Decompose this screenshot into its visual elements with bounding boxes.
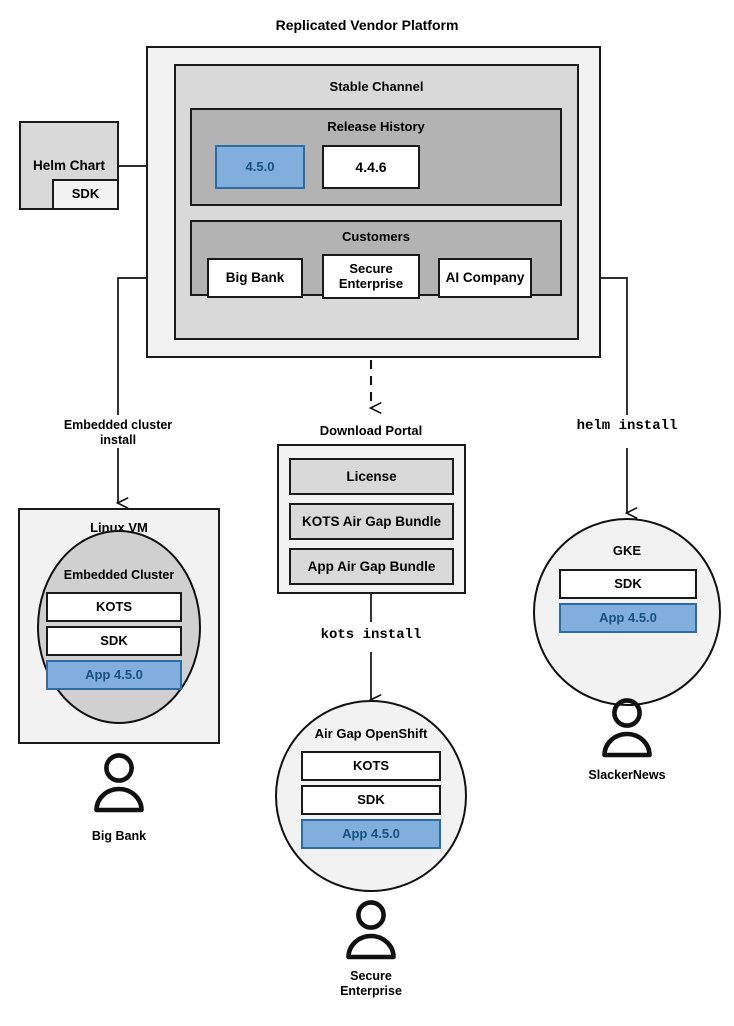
air-gap-openshift-title: Air Gap OpenShift (314, 726, 428, 741)
download-artifact-kots-air-gap-bundle[interactable]: KOTS Air Gap Bundle (289, 503, 454, 540)
download-artifact-license[interactable]: License (289, 458, 454, 495)
customer-chip-secure-enterprise[interactable]: Secure Enterprise (322, 254, 420, 299)
helm-chart-sdk-box[interactable]: SDK (52, 179, 119, 210)
customers-title: Customers (342, 229, 410, 244)
customer-chip-ai-company[interactable]: AI Company (438, 258, 532, 298)
linuxvm-component-sdk[interactable]: SDK (46, 626, 182, 656)
download-portal-title: Download Portal (319, 423, 423, 438)
avatar-slackernews (602, 698, 652, 758)
openshift-component-sdk[interactable]: SDK (301, 785, 441, 815)
release-chip-450[interactable]: 4.5.0 (215, 145, 305, 189)
linuxvm-component-app[interactable]: App 4.5.0 (46, 660, 182, 690)
customer-label-slackernews: SlackerNews (588, 768, 666, 782)
stable-channel-title: Stable Channel (329, 79, 424, 94)
embedded-cluster-install-label: Embedded cluster install (63, 418, 173, 447)
avatar-secure-enterprise (346, 900, 396, 960)
gke-title: GKE (612, 543, 642, 558)
avatar-big-bank (94, 753, 144, 813)
openshift-component-app[interactable]: App 4.5.0 (301, 819, 441, 849)
download-artifact-app-air-gap-bundle[interactable]: App Air Gap Bundle (289, 548, 454, 585)
customer-label-big-bank: Big Bank (91, 829, 147, 843)
release-history-title: Release History (327, 119, 425, 134)
kots-install-label: kots install (320, 627, 422, 643)
openshift-component-kots[interactable]: KOTS (301, 751, 441, 781)
release-chip-446[interactable]: 4.4.6 (322, 145, 420, 189)
gke-component-sdk[interactable]: SDK (559, 569, 697, 599)
helm-install-label: helm install (576, 418, 678, 434)
gke-component-app[interactable]: App 4.5.0 (559, 603, 697, 633)
customer-label-secure-enterprise: Secure Enterprise (340, 969, 402, 998)
linuxvm-component-kots[interactable]: KOTS (46, 592, 182, 622)
page-title: Replicated Vendor Platform (275, 17, 459, 33)
embedded-cluster-title: Embedded Cluster (63, 568, 175, 582)
customer-chip-big-bank[interactable]: Big Bank (207, 258, 303, 298)
